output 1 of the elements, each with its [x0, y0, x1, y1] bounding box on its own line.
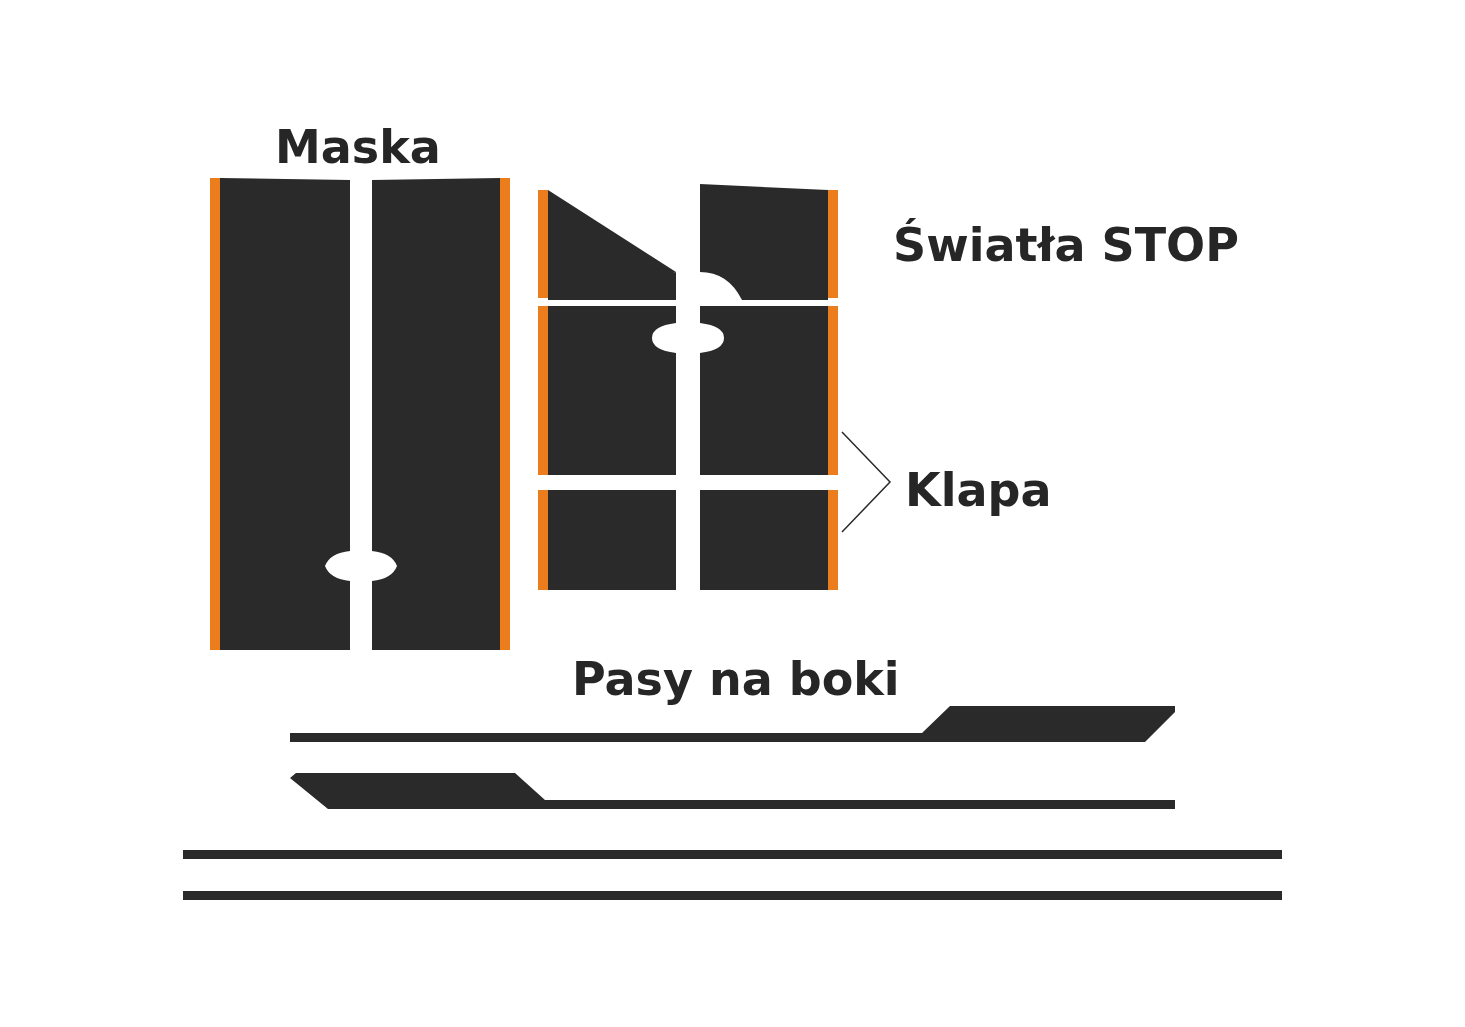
part-label: Maska	[275, 124, 441, 170]
